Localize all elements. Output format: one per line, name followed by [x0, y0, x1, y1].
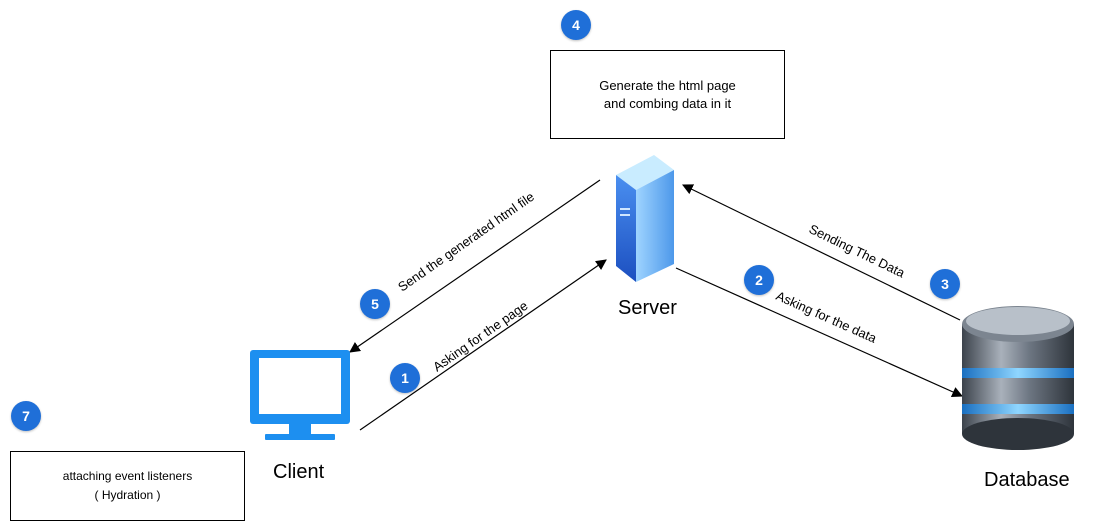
generate-note-box: Generate the html page and combing data …: [550, 50, 785, 139]
generate-note-line2: and combing data in it: [603, 95, 732, 111]
hydration-note-box: attaching event listeners ( Hydration ): [10, 451, 245, 521]
arrow-server-to-client: [349, 179, 601, 353]
step-badge-3: 3: [930, 269, 960, 299]
edge-label-asking-data: Asking for the data: [774, 288, 880, 346]
database-label: Database: [984, 469, 1070, 491]
hydration-note-line2: ( Hydration ): [94, 488, 161, 502]
step-badge-7: 7: [11, 401, 41, 431]
generate-note-line1: Generate the html page: [599, 77, 736, 93]
arrow-client-to-server: [359, 259, 607, 431]
arrow-database-to-server: [682, 184, 961, 321]
server-label: Server: [618, 297, 677, 319]
monitor-icon: [250, 350, 350, 440]
database-icon: [962, 306, 1074, 450]
edge-label-sending-data: Sending The Data: [807, 221, 908, 281]
step-badge-2: 2: [744, 265, 774, 295]
client-label: Client: [273, 461, 325, 483]
edge-label-send-html: Send the generated html file: [395, 189, 537, 295]
step-badge-1: 1: [390, 363, 420, 393]
step-badge-5: 5: [360, 289, 390, 319]
server-icon: [616, 155, 674, 282]
edge-label-asking-page: Asking for the page: [430, 298, 530, 375]
step-badge-4: 4: [561, 10, 591, 40]
arrow-server-to-database: [675, 267, 963, 397]
hydration-note-line1: attaching event listeners: [62, 469, 193, 483]
